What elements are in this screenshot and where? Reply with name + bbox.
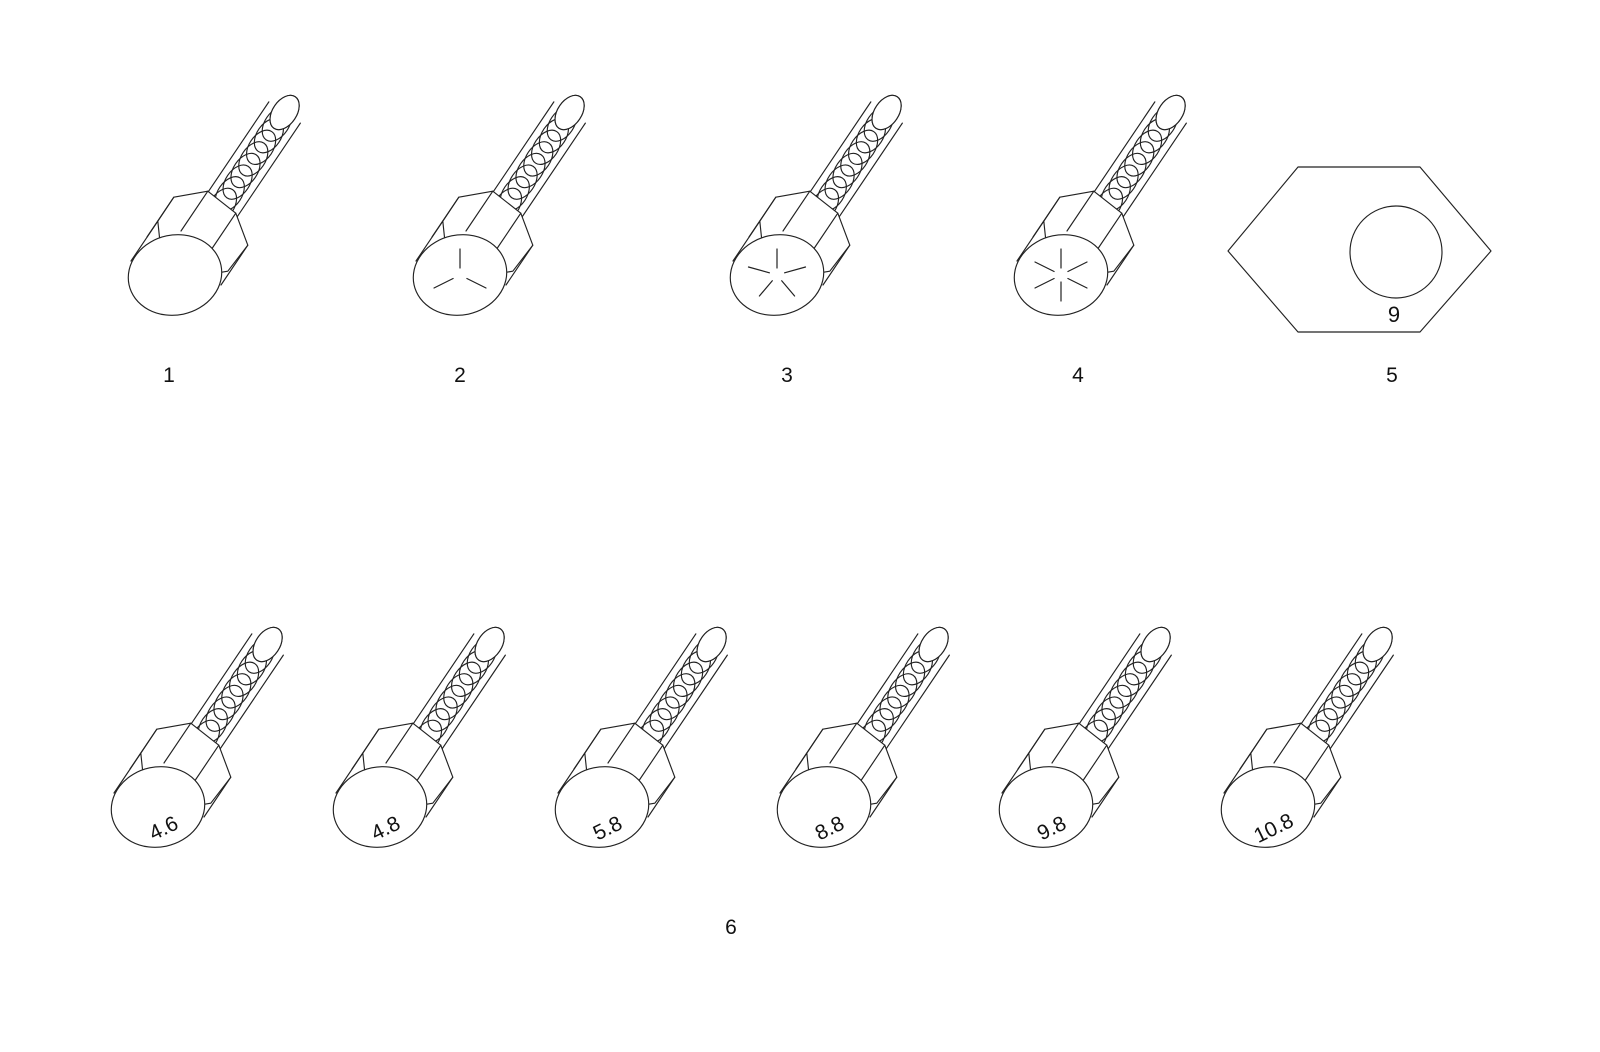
head-mark-line (1067, 277, 1088, 289)
hex-bolt-icon (998, 626, 1172, 848)
callout-2: 2 (454, 364, 466, 387)
bolt-head (412, 190, 534, 316)
hex-bolt-icon (110, 626, 284, 848)
head-mark-line (466, 277, 487, 289)
hex-bolt-icon (776, 626, 950, 848)
bolt-grade-9-8: 9.8 (998, 626, 1172, 848)
bolt-head (776, 722, 898, 848)
callout-4: 4 (1072, 364, 1084, 387)
bolt-4 (1013, 94, 1187, 316)
hex-bolt-plain-head-icon (127, 94, 301, 316)
nut-marking: 9 (1388, 302, 1400, 327)
hex-nut-icon (1227, 166, 1492, 333)
bolt-shank (183, 94, 301, 250)
bolt-grade-10-8: 10.8 (1220, 626, 1394, 848)
bolt-head (998, 722, 1120, 848)
bolt-3 (729, 94, 903, 316)
hex-bolt-3-line-head-icon (412, 94, 586, 316)
head-marking-3-lines (433, 248, 487, 289)
hex-nut: 9 (1227, 166, 1492, 333)
head-mark-line (783, 266, 807, 274)
callout-5: 5 (1386, 364, 1398, 387)
head-mark-line (1067, 261, 1088, 273)
callout-6: 6 (725, 916, 737, 939)
head-marking-5-lines (747, 248, 807, 297)
hex-bolt-6-line-head-icon (1013, 94, 1187, 316)
bolt-head (332, 722, 454, 848)
bolt-grade-4-6: 4.6 (110, 626, 284, 848)
head-mark-line (781, 280, 796, 297)
head-mark-line (433, 277, 454, 289)
bolt-head (554, 722, 676, 848)
callout-3: 3 (781, 364, 793, 387)
head-marking-6-lines (1034, 248, 1088, 302)
bolt-2 (412, 94, 586, 316)
bolt-head (729, 190, 851, 316)
hex-bolt-5-line-head-icon (729, 94, 903, 316)
bolt-1 (127, 94, 301, 316)
hex-bolt-icon (1220, 626, 1394, 848)
bolt-head (127, 190, 249, 316)
head-mark-line (1034, 261, 1055, 273)
nut-bore-circle (1349, 205, 1443, 299)
bolt-grade-5-8: 5.8 (554, 626, 728, 848)
head-mark-line (1034, 277, 1055, 289)
head-mark-line (747, 266, 771, 274)
hex-bolt-icon (332, 626, 506, 848)
callout-1: 1 (163, 364, 175, 387)
bolt-grade-4-8: 4.8 (332, 626, 506, 848)
hex-bolt-icon (554, 626, 728, 848)
bolt-grade-8-8: 8.8 (776, 626, 950, 848)
bolt-head (110, 722, 232, 848)
bolt-head (1220, 722, 1342, 848)
head-mark-line (758, 280, 773, 297)
bolt-head (1013, 190, 1135, 316)
